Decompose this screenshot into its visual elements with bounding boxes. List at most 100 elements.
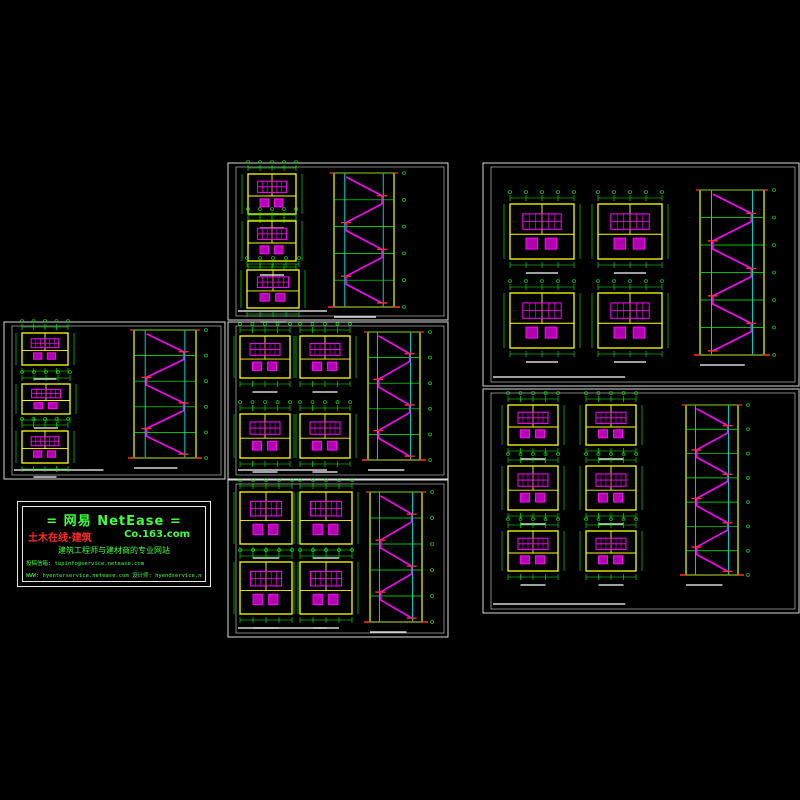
section-level-mark bbox=[204, 353, 208, 358]
plan-axis-bubble bbox=[284, 256, 288, 260]
plan-axis-bubble bbox=[271, 256, 275, 260]
plan-axis-bubble bbox=[20, 319, 24, 323]
plan-elevator-shaft bbox=[267, 440, 277, 451]
plan-axis-bubble bbox=[621, 517, 626, 521]
plan-axis-bubble bbox=[634, 452, 638, 456]
plan-axis-bubble bbox=[250, 400, 255, 404]
section-level-mark bbox=[746, 548, 750, 553]
plan-axis-bubble bbox=[238, 322, 242, 326]
section-level-mark bbox=[430, 620, 434, 624]
plan-axis-bubble bbox=[584, 391, 588, 395]
plan-elevator-shaft bbox=[520, 429, 530, 439]
plan-elevator-shaft bbox=[525, 237, 539, 250]
drawing-sheet-5 bbox=[482, 162, 800, 387]
sheet-inner-border bbox=[11, 325, 222, 476]
plan-axis-bubble bbox=[288, 322, 292, 326]
section-level-mark bbox=[402, 224, 406, 229]
plan-elevator-shaft bbox=[312, 440, 322, 451]
plan-axis-bubble bbox=[634, 391, 638, 395]
plan-axis-bubble bbox=[43, 417, 47, 421]
section-level-mark bbox=[402, 278, 406, 283]
sheet-inner-border bbox=[235, 483, 445, 634]
plan-elevator-shaft bbox=[598, 429, 608, 439]
plan-axis-bubble bbox=[572, 190, 576, 194]
plan-elevator-shaft bbox=[273, 245, 284, 255]
plan-elevator-shaft bbox=[252, 440, 262, 451]
logo-site[interactable]: Co.163.com bbox=[124, 529, 190, 540]
sheet-inner-border bbox=[490, 166, 796, 383]
section-level-mark bbox=[428, 406, 432, 411]
plan-elevator-shaft bbox=[46, 352, 57, 360]
plan-axis-bubble bbox=[506, 517, 510, 521]
plan-axis-bubble bbox=[238, 400, 242, 404]
plan-elevator-shaft bbox=[613, 237, 627, 250]
sheet-border bbox=[482, 388, 800, 614]
plan-elevator-shaft bbox=[33, 402, 44, 410]
plan-axis-bubble bbox=[596, 452, 601, 456]
plan-elevator-shaft bbox=[535, 492, 545, 503]
plan-axis-bubble bbox=[258, 256, 262, 260]
logo-web[interactable]: WWW: hyenterservice.netease.com 设计师: hye… bbox=[26, 573, 202, 579]
plan-axis-bubble bbox=[531, 391, 535, 395]
section-level-mark bbox=[402, 251, 406, 256]
plan-axis-bubble bbox=[540, 279, 544, 283]
plan-axis-bubble bbox=[323, 400, 327, 404]
plan-elevator-shaft bbox=[46, 450, 57, 458]
section-level-mark bbox=[402, 171, 406, 175]
section-level-mark bbox=[430, 568, 434, 572]
plan-elevator-shaft bbox=[252, 523, 263, 536]
plan-elevator-shaft bbox=[525, 326, 539, 339]
plan-axis-bubble bbox=[518, 452, 523, 456]
drawing-sheet-1 bbox=[227, 160, 449, 323]
plan-elevator-shaft bbox=[268, 523, 279, 536]
plan-elevator-shaft bbox=[598, 555, 608, 565]
logo-contact[interactable]: 投稿信箱: tupinfo@service.netease.com bbox=[26, 561, 145, 567]
plan-axis-bubble bbox=[609, 452, 613, 456]
plan-axis-bubble bbox=[572, 279, 576, 283]
sheet-border bbox=[482, 162, 800, 387]
plan-axis-bubble bbox=[634, 517, 638, 521]
plan-axis-bubble bbox=[238, 478, 242, 482]
plan-axis-bubble bbox=[350, 478, 354, 482]
section-stair-flight bbox=[379, 495, 413, 619]
plan-axis-bubble bbox=[335, 322, 340, 326]
section-level-mark bbox=[772, 353, 776, 357]
plan-elevator-shaft bbox=[613, 555, 623, 565]
plan-axis-bubble bbox=[310, 322, 315, 326]
plan-axis-bubble bbox=[540, 190, 544, 194]
plan-axis-bubble bbox=[350, 548, 354, 552]
plan-elevator-shaft bbox=[259, 198, 270, 208]
plan-axis-bubble bbox=[335, 400, 340, 404]
plan-axis-bubble bbox=[596, 391, 601, 395]
plan-elevator-shaft bbox=[252, 361, 262, 371]
plan-axis-bubble bbox=[264, 548, 268, 552]
sheet-border bbox=[227, 162, 449, 321]
plan-axis-bubble bbox=[508, 190, 512, 194]
plan-axis-bubble bbox=[43, 319, 47, 323]
plan-axis-bubble bbox=[68, 370, 72, 374]
plan-axis-bubble bbox=[556, 190, 560, 194]
plan-elevator-shaft bbox=[268, 593, 279, 606]
logo-title: = 网易 NetEase = bbox=[46, 514, 182, 529]
plan-axis-bubble bbox=[524, 279, 528, 283]
plan-axis-bubble bbox=[66, 417, 70, 421]
plan-axis-bubble bbox=[543, 452, 548, 456]
section-level-mark bbox=[430, 594, 434, 598]
plan-axis-bubble bbox=[31, 417, 36, 421]
plan-axis-bubble bbox=[258, 207, 262, 211]
section-level-mark bbox=[204, 328, 208, 332]
plan-axis-bubble bbox=[258, 160, 262, 164]
plan-axis-bubble bbox=[54, 417, 59, 421]
plan-axis-bubble bbox=[310, 400, 315, 404]
plan-axis-bubble bbox=[311, 548, 315, 552]
plan-axis-bubble bbox=[32, 370, 36, 374]
plan-elevator-shaft bbox=[259, 293, 270, 302]
plan-elevator-shaft bbox=[312, 593, 323, 606]
section-stair-flight bbox=[377, 335, 411, 457]
plan-axis-bubble bbox=[251, 548, 255, 552]
plan-axis-bubble bbox=[54, 319, 59, 323]
plan-elevator-shaft bbox=[327, 361, 337, 371]
plan-axis-bubble bbox=[518, 391, 523, 395]
plan-axis-bubble bbox=[31, 319, 36, 323]
section-level-mark bbox=[204, 379, 208, 384]
